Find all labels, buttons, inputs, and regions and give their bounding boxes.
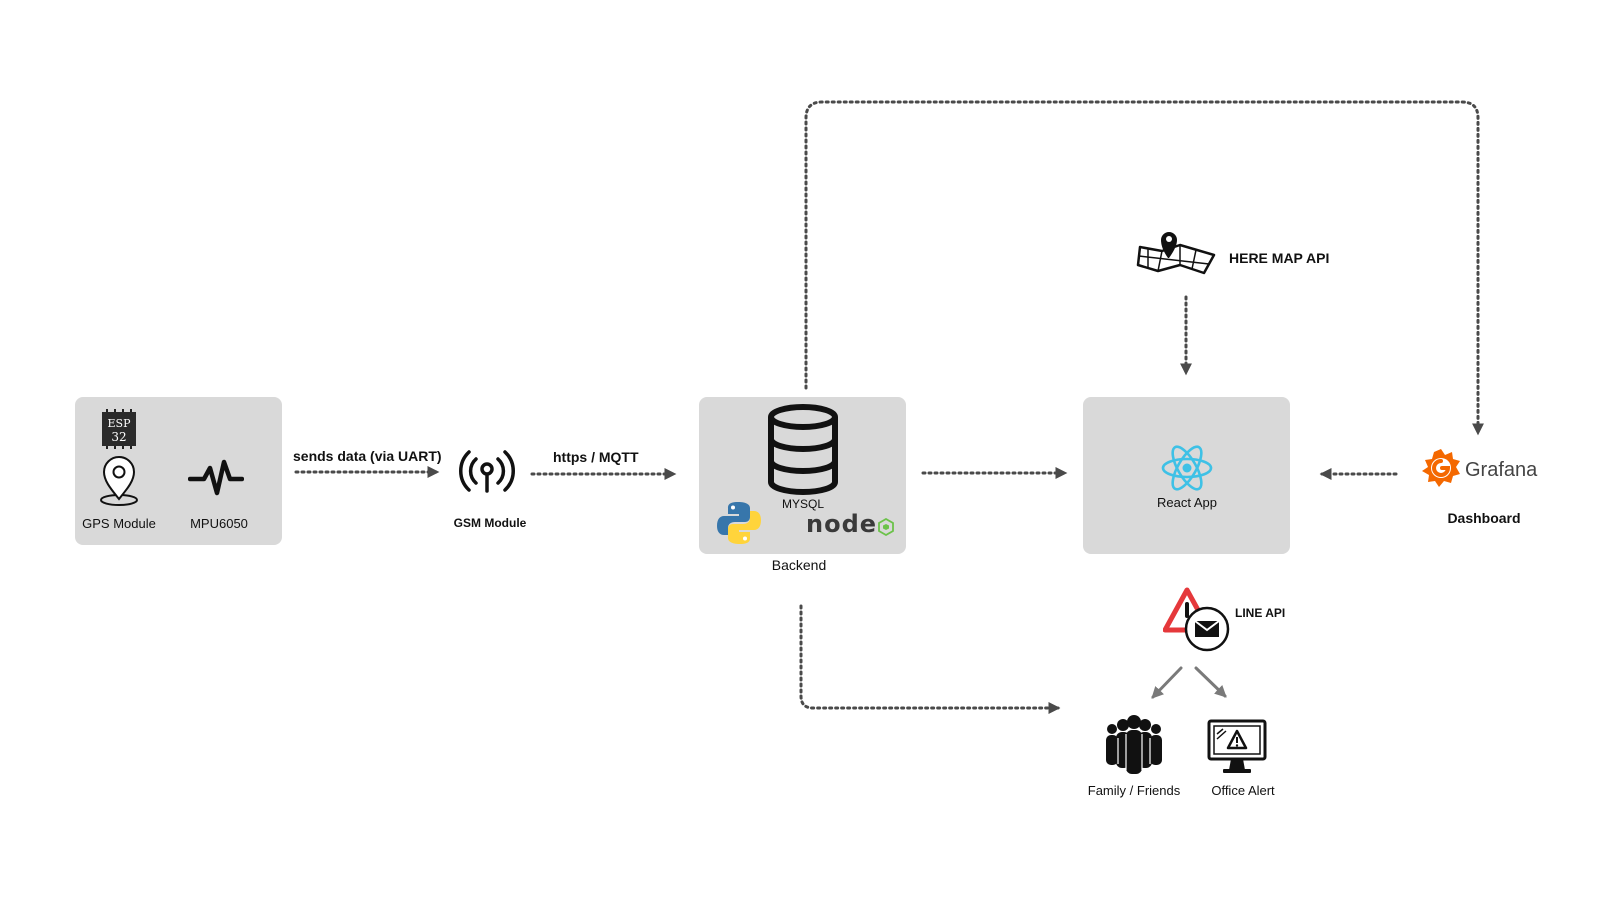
react-app-box <box>1083 397 1290 554</box>
protocol-label: https / MQTT <box>553 449 639 465</box>
people-group-icon <box>1106 715 1162 774</box>
gsm-module-label: GSM Module <box>453 516 527 530</box>
family-friends-label: Family / Friends <box>1087 783 1181 798</box>
line-api-label: LINE API <box>1235 606 1286 620</box>
arrow-backend-to-recipients <box>799 604 1061 714</box>
dashboard-label: Dashboard <box>1447 510 1521 526</box>
backend-label: Backend <box>771 557 827 573</box>
esp32-chip-icon: ESP 32 <box>102 409 136 449</box>
antenna-icon <box>459 450 515 493</box>
esp-chip-text-top: ESP <box>108 417 132 430</box>
grafana-logo-icon <box>1422 449 1460 487</box>
alert-message-icon <box>1163 587 1230 652</box>
database-icon <box>768 404 838 495</box>
arrow-backend-to-grafana <box>804 100 1484 436</box>
office-alert-label: Office Alert <box>1211 783 1275 798</box>
mpu6050-label: MPU6050 <box>190 516 248 531</box>
react-app-label: React App <box>1157 495 1217 510</box>
node-hexagon-icon <box>878 518 894 536</box>
arrow-line-to-family <box>1151 666 1183 699</box>
python-logo-icon <box>717 502 761 544</box>
monitor-warning-icon <box>1207 719 1267 773</box>
here-map-api-label: HERE MAP API <box>1229 250 1330 266</box>
pulse-icon <box>188 459 244 496</box>
react-logo-icon <box>1161 445 1213 491</box>
arrow-line-to-office <box>1194 666 1227 698</box>
uart-label: sends data (via UART) <box>293 448 442 464</box>
gps-module-label: GPS Module <box>82 516 156 531</box>
esp-chip-text-bottom: 32 <box>111 430 126 444</box>
map-icon <box>1136 232 1216 275</box>
node-logo-text: node <box>806 510 878 538</box>
location-pin-icon <box>100 456 138 506</box>
grafana-name: Grafana <box>1465 459 1538 481</box>
mysql-label: MYSQL <box>781 497 825 511</box>
